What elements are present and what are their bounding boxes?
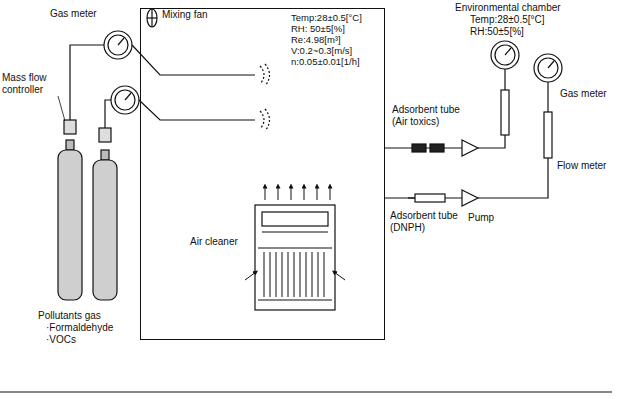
leader-line bbox=[58, 96, 65, 121]
device-label: Gas meter bbox=[560, 88, 607, 100]
condition-text: V:0.2~0.3[m/s] bbox=[291, 45, 362, 56]
device-label: Mixing fan bbox=[162, 9, 208, 21]
gas-item: ·VOCs bbox=[46, 334, 76, 346]
condition-text: Re:4.98[m³] bbox=[291, 34, 362, 45]
device-label: Flow meter bbox=[557, 160, 606, 172]
gas-cylinder bbox=[58, 45, 117, 300]
air-cleaner-hatch bbox=[264, 252, 324, 297]
device-label: Adsorbent tube (Air toxics) bbox=[392, 104, 460, 128]
rule-line bbox=[0, 391, 612, 392]
device-label: Adsorbent tube (DNPH) bbox=[390, 210, 462, 234]
device-label: Gas meter bbox=[50, 8, 97, 20]
supply-pipe bbox=[139, 100, 255, 120]
condition-block: Temp:28±0.5[°C]RH: 50±5[%]Re:4.98[m³]V:0… bbox=[291, 12, 362, 67]
gas-meter bbox=[104, 31, 139, 114]
gas-item: ·Formaldehyde bbox=[46, 322, 113, 334]
diffuser bbox=[260, 64, 270, 131]
condition-text: RH:50±5[%] bbox=[470, 26, 524, 38]
condition-text: Temp:28±0.5[°C] bbox=[470, 14, 545, 26]
condition-text: RH: 50±5[%] bbox=[291, 23, 362, 34]
device-label: Air cleaner bbox=[190, 236, 238, 248]
gas-meter bbox=[491, 41, 562, 82]
supply-pipe bbox=[132, 45, 255, 75]
airflow-arrow bbox=[245, 186, 345, 280]
air-cleaner bbox=[255, 205, 335, 310]
device-label: Pump bbox=[468, 212, 494, 224]
chamber-box: Temp:28±0.5[°C]RH: 50±5[%]Re:4.98[m³]V:0… bbox=[140, 8, 385, 340]
device-label: Mass flow controller bbox=[2, 72, 64, 96]
gas-label: Pollutants gas bbox=[38, 310, 101, 322]
mixing-fan bbox=[147, 9, 157, 27]
condition-text: n:0.05±0.01[1/h] bbox=[291, 56, 362, 67]
chamber-label: Environmental chamber bbox=[455, 2, 561, 14]
flow-meter bbox=[501, 69, 552, 158]
condition-text: Temp:28±0.5[°C] bbox=[291, 12, 362, 23]
pump bbox=[462, 140, 478, 206]
